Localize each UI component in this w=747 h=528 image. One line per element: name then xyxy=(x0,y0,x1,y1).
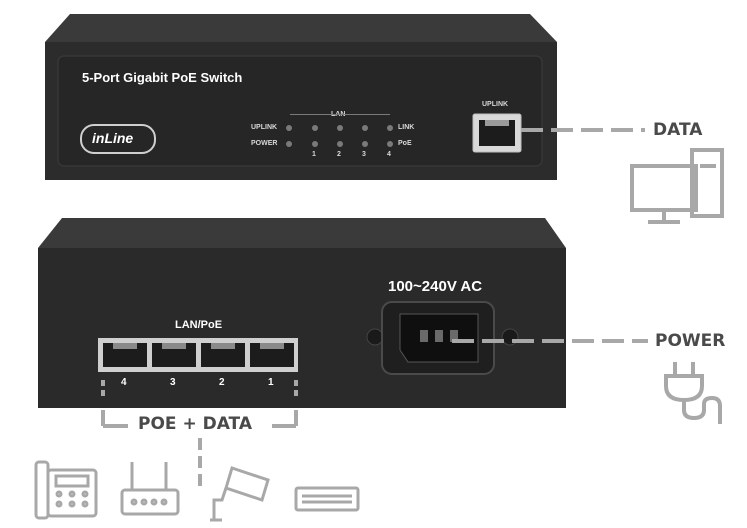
brand-logo-text: inLine xyxy=(92,130,134,146)
poe-led-2 xyxy=(337,141,343,147)
poe-led-1 xyxy=(312,141,318,147)
link-led-4 xyxy=(387,125,393,131)
lan-ports xyxy=(98,338,298,372)
link-led-label: LINK xyxy=(398,124,415,131)
computer-icon xyxy=(630,148,724,224)
uplink-port xyxy=(472,113,522,153)
uplink-led-label: UPLINK xyxy=(251,124,278,131)
led-port-number: 2 xyxy=(337,151,341,158)
phone-icon xyxy=(34,460,98,520)
power-led xyxy=(286,141,292,147)
uplink-port-label: UPLINK xyxy=(482,101,509,108)
data-callout-label: DATA xyxy=(653,120,703,140)
brand-logo: inLine xyxy=(80,124,156,154)
uplink-led xyxy=(286,125,292,131)
access-point-icon xyxy=(294,486,360,512)
poe-led-4 xyxy=(387,141,393,147)
power-inlet xyxy=(366,301,519,375)
rear-port-number: 1 xyxy=(268,377,274,388)
poe-led-3 xyxy=(362,141,368,147)
rear-port-number: 2 xyxy=(219,377,225,388)
link-led-3 xyxy=(362,125,368,131)
lan-poe-label: LAN/PoE xyxy=(175,319,223,331)
led-port-number: 1 xyxy=(312,151,316,158)
rear-port-number: 4 xyxy=(121,377,127,388)
power-rating-label: 100~240V AC xyxy=(388,278,483,295)
poe-led-label: PoE xyxy=(398,140,412,147)
power-led-label: POWER xyxy=(251,140,278,147)
model-title: 5-Port Gigabit PoE Switch xyxy=(82,70,243,85)
camera-icon xyxy=(210,466,270,522)
poe-data-bracket xyxy=(101,380,298,490)
led-port-number: 3 xyxy=(362,151,366,158)
power-callout-label: POWER xyxy=(655,331,726,351)
led-port-number: 4 xyxy=(387,151,391,158)
lan-group-line xyxy=(290,114,390,115)
router-icon xyxy=(120,462,180,516)
power-plug-icon xyxy=(664,362,722,424)
poe-data-callout-label: POE + DATA xyxy=(138,414,252,434)
rear-port-number: 3 xyxy=(170,377,176,388)
link-led-2 xyxy=(337,125,343,131)
front-chassis xyxy=(45,14,557,180)
link-led-1 xyxy=(312,125,318,131)
